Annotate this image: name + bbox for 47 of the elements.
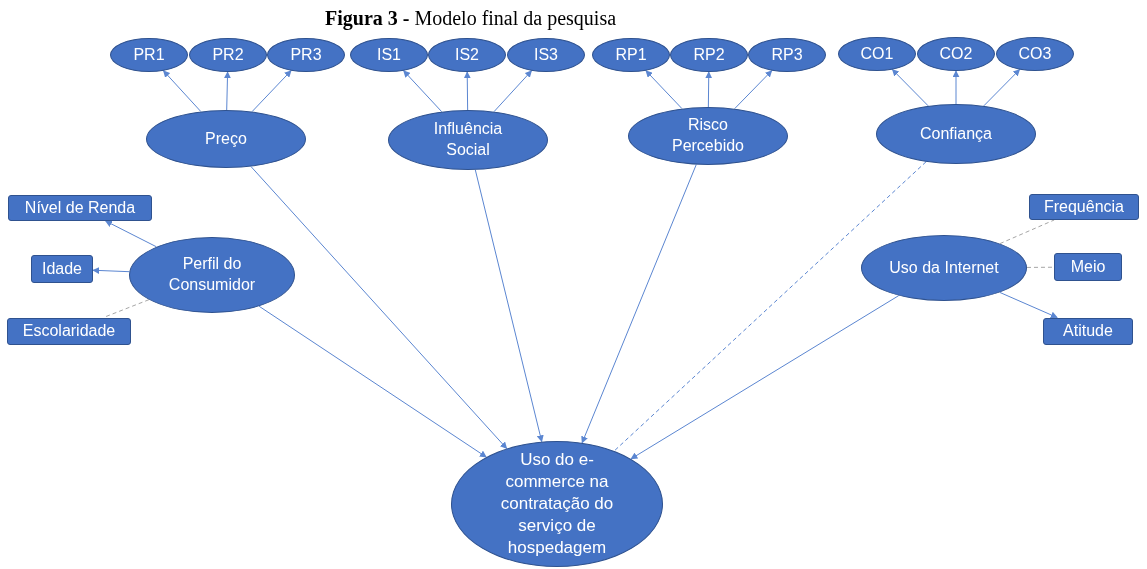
- figure-title: Figura 3 - Modelo final da pesquisa: [325, 6, 617, 30]
- arrow: [223, 71, 231, 111]
- arrow: [463, 71, 471, 111]
- attribute-box: [7, 317, 131, 345]
- node-label: Meio: [1070, 256, 1106, 277]
- node-label: Frequência: [1043, 196, 1124, 217]
- dashed-connector: [999, 219, 1055, 245]
- attribute-box: [31, 255, 93, 283]
- node-label: IS3: [534, 44, 558, 65]
- arrow: [474, 169, 544, 443]
- node-label: RP1: [615, 44, 647, 65]
- node-label: Nível de Renda: [24, 197, 136, 218]
- arrow: [630, 295, 900, 460]
- attribute-box: [1054, 253, 1122, 281]
- node-label: Confiança: [919, 123, 992, 144]
- node-label: CO1: [860, 43, 894, 64]
- arrow: [92, 267, 130, 274]
- node-label: Uso do e-commerce na contratação do serviço de hospedagem: [499, 448, 615, 560]
- node-label: Influência Social: [432, 119, 504, 160]
- node-label: Atitude: [1063, 320, 1113, 341]
- attribute-box: [8, 195, 152, 221]
- arrow: [705, 71, 713, 108]
- arrow: [952, 70, 960, 105]
- dashed-connector: [1026, 266, 1055, 268]
- node-label: Idade: [41, 258, 82, 279]
- node-label: Preço: [205, 128, 247, 149]
- node-label: Perfil do Consumidor: [167, 254, 257, 295]
- attribute-box: [1043, 317, 1133, 345]
- node-label: PR2: [212, 44, 244, 65]
- node-label: PR1: [133, 44, 165, 65]
- node-label: IS2: [455, 44, 479, 65]
- arrow: [250, 166, 508, 450]
- arrow: [999, 291, 1058, 319]
- dashed-connector: [613, 161, 927, 452]
- node-label: PR3: [290, 44, 322, 65]
- node-label: Escolaridade: [22, 320, 116, 341]
- arrow: [258, 305, 487, 458]
- attribute-box: [1029, 194, 1139, 220]
- node-label: CO2: [939, 43, 973, 64]
- node-label: RP2: [693, 44, 725, 65]
- node-label: RP3: [771, 44, 803, 65]
- node-label: Risco Percebido: [670, 115, 745, 156]
- arrow: [162, 70, 202, 112]
- node-label: CO3: [1018, 43, 1052, 64]
- node-label: Uso da Internet: [889, 257, 999, 278]
- node-label: IS1: [377, 44, 401, 65]
- arrow: [105, 220, 157, 248]
